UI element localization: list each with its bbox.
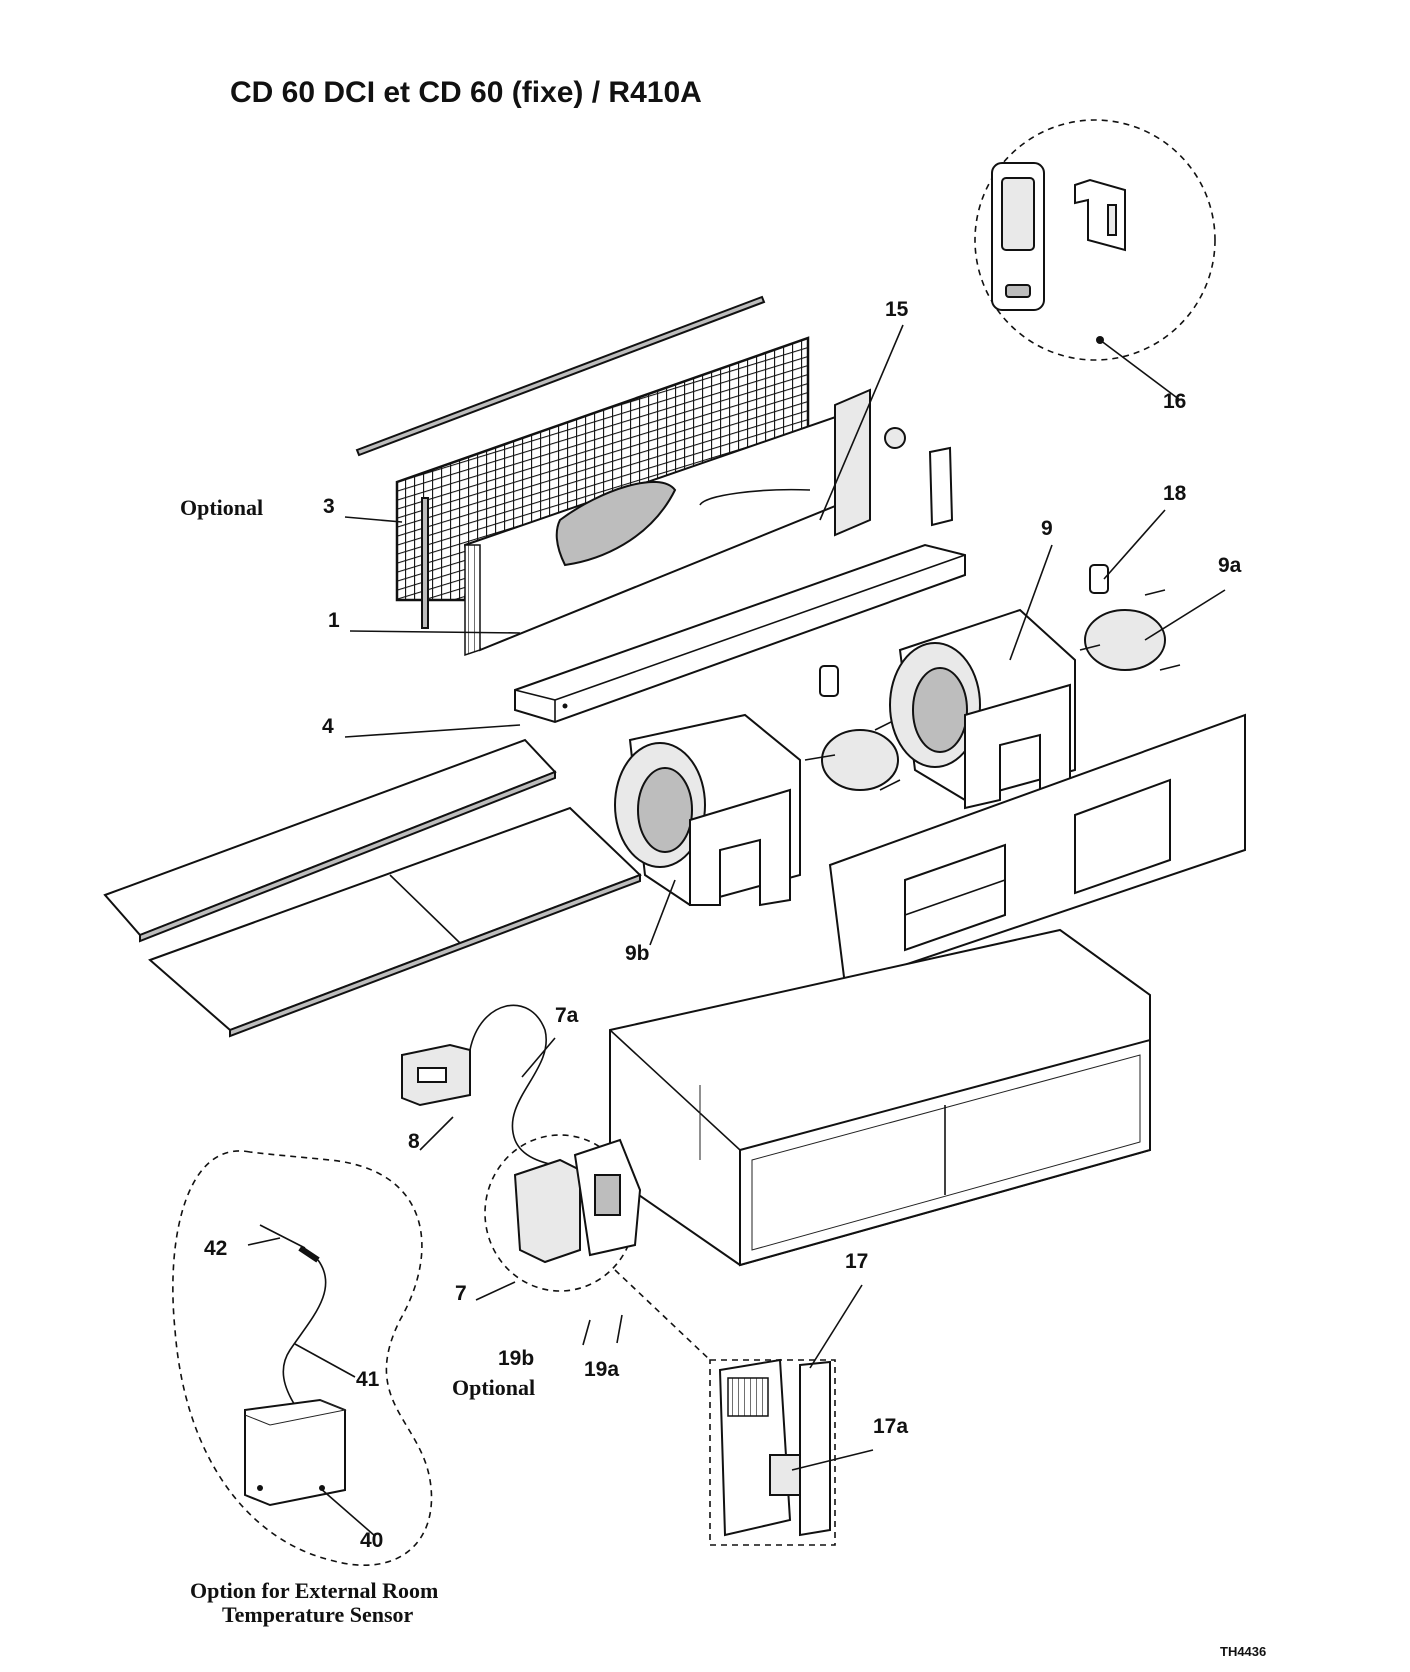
callout-19a: 19a <box>584 1358 619 1381</box>
callout-16: 16 <box>1163 390 1186 413</box>
remote-wall-bracket <box>1074 178 1126 252</box>
leader-lines <box>247 324 1226 1537</box>
callout-18: 18 <box>1163 482 1187 505</box>
diagram-title: CD 60 DCI et CD 60 (fixe) / R410A <box>230 76 702 109</box>
sensor-option-caption-line1: Option for External Room <box>190 1578 438 1603</box>
note-optional-pcb: Optional <box>452 1375 535 1400</box>
pcb-detail <box>614 1269 836 1546</box>
callout-1: 1 <box>328 609 340 632</box>
callout-19b: 19b <box>498 1347 534 1370</box>
sensor-option-caption-line2: Temperature Sensor <box>222 1602 414 1627</box>
callout-40: 40 <box>360 1529 383 1552</box>
room-sensor <box>244 1398 347 1507</box>
controller-cable <box>469 1004 601 1176</box>
callout-7a: 7a <box>555 1004 579 1027</box>
wired-controller <box>401 1043 471 1107</box>
callout-8: 8 <box>408 1130 420 1153</box>
insulation-panel-upper <box>103 738 557 943</box>
callout-7: 7 <box>455 1282 467 1305</box>
callout-17a: 17a <box>873 1415 908 1438</box>
callout-15: 15 <box>885 298 909 321</box>
sensor-option-area <box>172 1150 433 1566</box>
blower-motor-center <box>804 665 901 791</box>
callout-9a: 9a <box>1218 554 1242 577</box>
drawing-code: TH4436 <box>1220 1644 1266 1659</box>
remote-control-group <box>974 119 1216 361</box>
callout-9b: 9b <box>625 942 650 965</box>
remote-control <box>991 162 1045 311</box>
control-box-detail <box>484 1134 642 1292</box>
remote-detail-circle <box>974 119 1216 361</box>
insulation-panel-lower <box>148 806 642 1038</box>
callout-4: 4 <box>322 715 334 738</box>
blower-right <box>889 608 1076 810</box>
capacitor <box>1089 564 1109 594</box>
callout-41: 41 <box>356 1368 380 1391</box>
evaporator-coil <box>421 388 954 657</box>
blower-left <box>614 713 801 907</box>
drain-tray <box>514 543 966 724</box>
unit-housing <box>609 928 1151 1267</box>
callout-9: 9 <box>1041 517 1053 540</box>
filter-rod <box>355 295 766 457</box>
front-panel <box>828 713 1246 987</box>
callout-42: 42 <box>204 1237 227 1260</box>
blower-motor-right <box>1079 589 1181 671</box>
callout-17: 17 <box>845 1250 868 1273</box>
note-optional-filter: Optional <box>180 495 263 520</box>
callout-3: 3 <box>323 495 335 518</box>
